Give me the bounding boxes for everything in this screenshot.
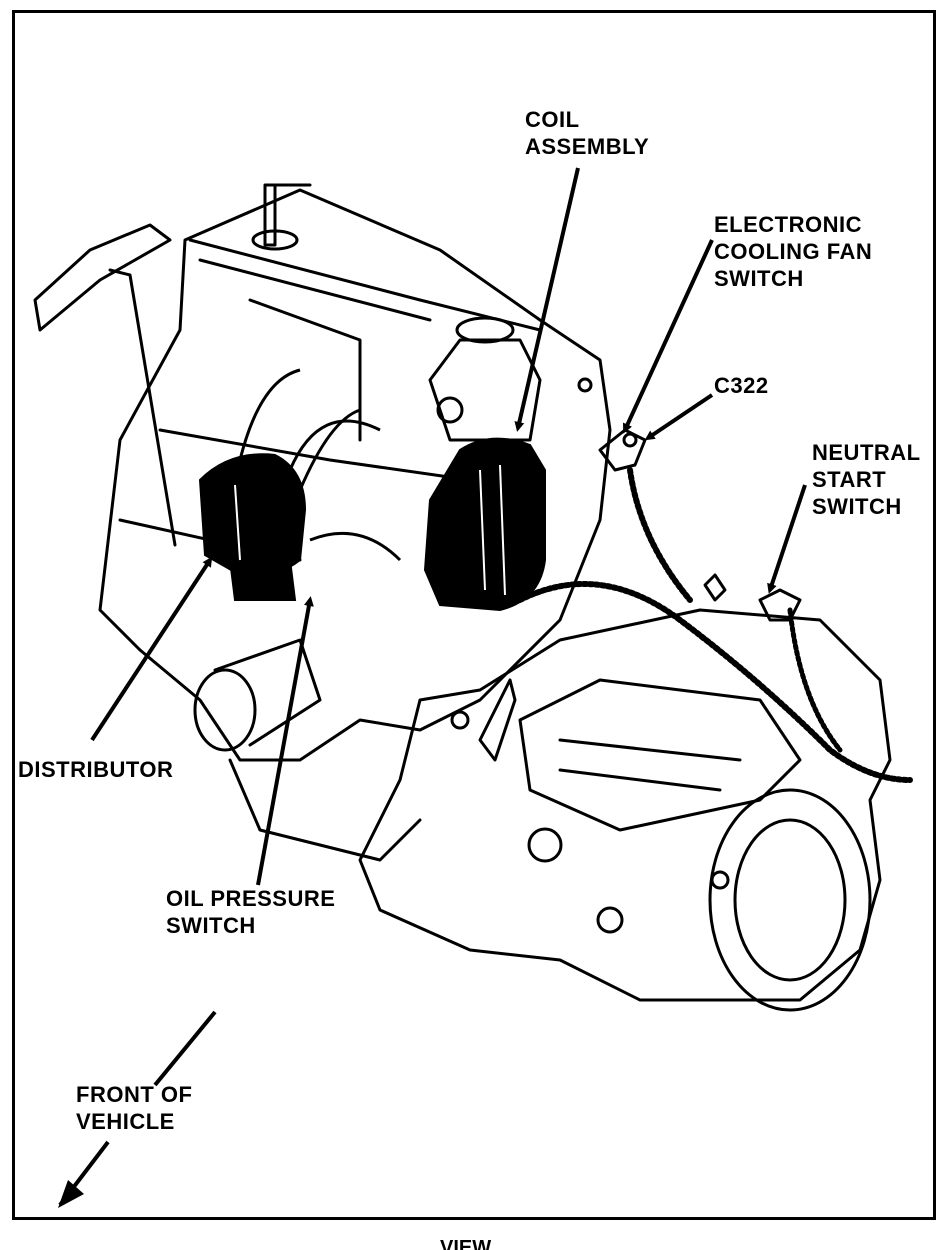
diagram-frame: [12, 10, 936, 1220]
cooling-fan-arrow: [622, 239, 714, 434]
dipstick-tube: [108, 268, 177, 547]
oil-pan: [228, 758, 422, 862]
coil-assembly-label: COIL ASSEMBLY: [525, 107, 650, 159]
neutral-start-switch-label: NEUTRAL START SWITCH: [812, 440, 921, 519]
wiring-harness: [517, 581, 913, 783]
distributor-arrow: [90, 556, 213, 742]
transmission-housing: [358, 608, 892, 1002]
filler-cap: [455, 316, 515, 344]
c322-label: C322: [714, 373, 769, 398]
front-arrow-head: [58, 1180, 84, 1208]
c322-arrow: [644, 393, 714, 441]
bell-housing: [708, 788, 872, 1012]
caption-stub: VIEW: [440, 1238, 492, 1250]
coil-assembly: [423, 437, 546, 612]
front-of-vehicle-label: FRONT OF VEHICLE: [76, 1082, 193, 1134]
c322-connector: [598, 428, 647, 472]
cooling-fan-switch-label: ELECTRONIC COOLING FAN SWITCH: [714, 212, 873, 291]
front-arrow-upper: [153, 1010, 217, 1087]
oil-pressure-switch-label: OIL PRESSURE SWITCH: [166, 886, 336, 938]
oil-filler-tube: [263, 183, 312, 247]
distributor-cap: [198, 453, 307, 577]
oil-pressure-arrow: [256, 596, 314, 886]
engine-block: [98, 188, 612, 762]
neutral-start-arrow: [767, 484, 807, 594]
distributor-label: DISTRIBUTOR: [18, 757, 174, 782]
oil-filter: [193, 668, 257, 752]
coil-arrow: [514, 167, 580, 432]
